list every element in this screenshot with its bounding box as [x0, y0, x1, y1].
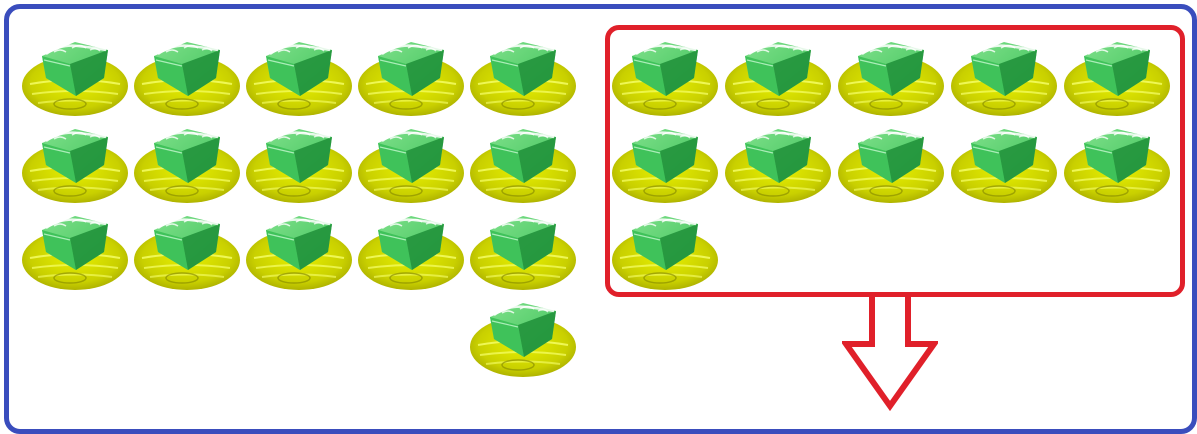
part-tile	[468, 295, 578, 379]
part-tile	[468, 34, 578, 118]
part-tile	[356, 208, 466, 292]
part-tile	[132, 208, 242, 292]
part-tile	[20, 208, 130, 292]
part-tile	[468, 208, 578, 292]
part-tile	[610, 208, 720, 292]
part-tile	[1062, 121, 1172, 205]
part-tile	[244, 208, 354, 292]
part-tile	[244, 34, 354, 118]
part-tile	[610, 34, 720, 118]
part-tile	[244, 121, 354, 205]
part-tile	[836, 34, 946, 118]
part-tile	[723, 34, 833, 118]
part-tile	[20, 34, 130, 118]
part-tile	[610, 121, 720, 205]
part-tile	[949, 121, 1059, 205]
down-arrow-icon	[842, 292, 938, 412]
part-tile	[132, 34, 242, 118]
part-tile	[132, 121, 242, 205]
part-tile	[20, 121, 130, 205]
part-tile	[356, 121, 466, 205]
part-tile	[1062, 34, 1172, 118]
part-tile	[723, 121, 833, 205]
part-tile	[356, 34, 466, 118]
part-tile	[468, 121, 578, 205]
part-tile	[836, 121, 946, 205]
part-tile	[949, 34, 1059, 118]
